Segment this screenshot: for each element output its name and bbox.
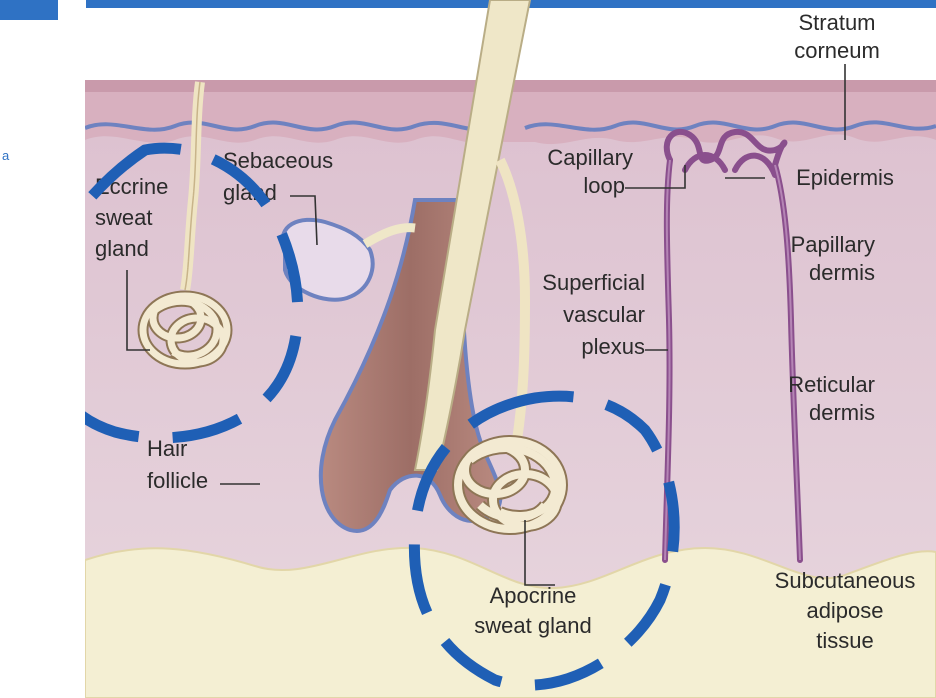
label-superficial-plexus-line2: vascular xyxy=(563,302,645,327)
label-capillary-loop-line1: Capillary xyxy=(547,145,633,170)
label-reticular-dermis-line1: Reticular xyxy=(788,372,875,397)
label-stratum-corneum-line2: corneum xyxy=(794,38,880,63)
label-papillary-dermis-line2: dermis xyxy=(809,260,875,285)
label-epidermis: Epidermis xyxy=(796,165,894,190)
side-text: a xyxy=(2,148,9,163)
label-apocrine-line2: sweat gland xyxy=(474,613,591,638)
label-superficial-plexus-line3: plexus xyxy=(581,334,645,359)
label-capillary-loop-line2: loop xyxy=(583,173,625,198)
page-tab xyxy=(0,0,58,20)
label-subcutaneous-line2: adipose xyxy=(806,598,883,623)
label-apocrine-line1: Apocrine xyxy=(490,583,577,608)
label-subcutaneous-line3: tissue xyxy=(816,628,873,653)
label-stratum-corneum-line1: Stratum xyxy=(798,10,875,35)
label-eccrine-line3: gland xyxy=(95,236,149,261)
label-hair-follicle-line2: follicle xyxy=(147,468,208,493)
label-reticular-dermis-line2: dermis xyxy=(809,400,875,425)
label-subcutaneous-line1: Subcutaneous xyxy=(775,568,916,593)
label-superficial-plexus-line1: Superficial xyxy=(542,270,645,295)
skin-cross-section-diagram: Stratum corneum Epidermis Papillary derm… xyxy=(85,0,936,698)
label-papillary-dermis-line1: Papillary xyxy=(791,232,875,257)
label-eccrine-line2: sweat xyxy=(95,205,152,230)
